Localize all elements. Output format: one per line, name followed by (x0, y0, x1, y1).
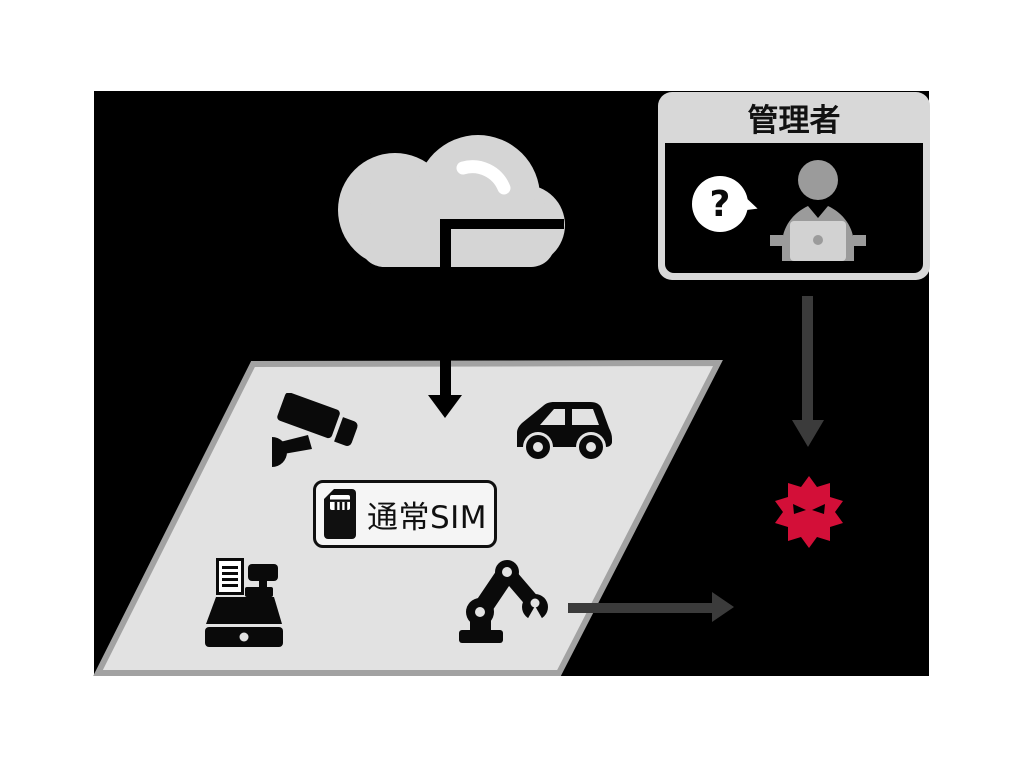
laptop-logo-dot (813, 235, 823, 245)
cash-register-icon (205, 558, 283, 647)
malware-eyes (793, 504, 825, 514)
car-wheels (523, 432, 606, 462)
arrow-robot-to-outside (568, 592, 734, 622)
car-icon (517, 402, 612, 462)
drawer-button (239, 632, 249, 642)
receipt-paper (219, 561, 241, 592)
admin-panel-title: 管理者 (747, 103, 841, 139)
gripper-notch (527, 606, 543, 620)
malware-icon (775, 476, 843, 548)
person-head (798, 160, 838, 200)
car-rear-window (572, 409, 599, 425)
security-camera-icon (272, 393, 358, 467)
car-front-window (540, 409, 565, 425)
sim-badge-label: 通常SIM (366, 499, 488, 536)
person-at-laptop-icon (770, 160, 866, 261)
cloud-highlight (456, 160, 511, 195)
arrow-cloud-to-platform (428, 219, 462, 418)
robot-arm-icon (459, 560, 548, 643)
sim-badge: 通常SIM (313, 480, 497, 548)
question-bubble-icon: ? (692, 176, 748, 232)
arrow-admin-to-malware (792, 296, 824, 447)
sim-card-icon (323, 489, 356, 539)
